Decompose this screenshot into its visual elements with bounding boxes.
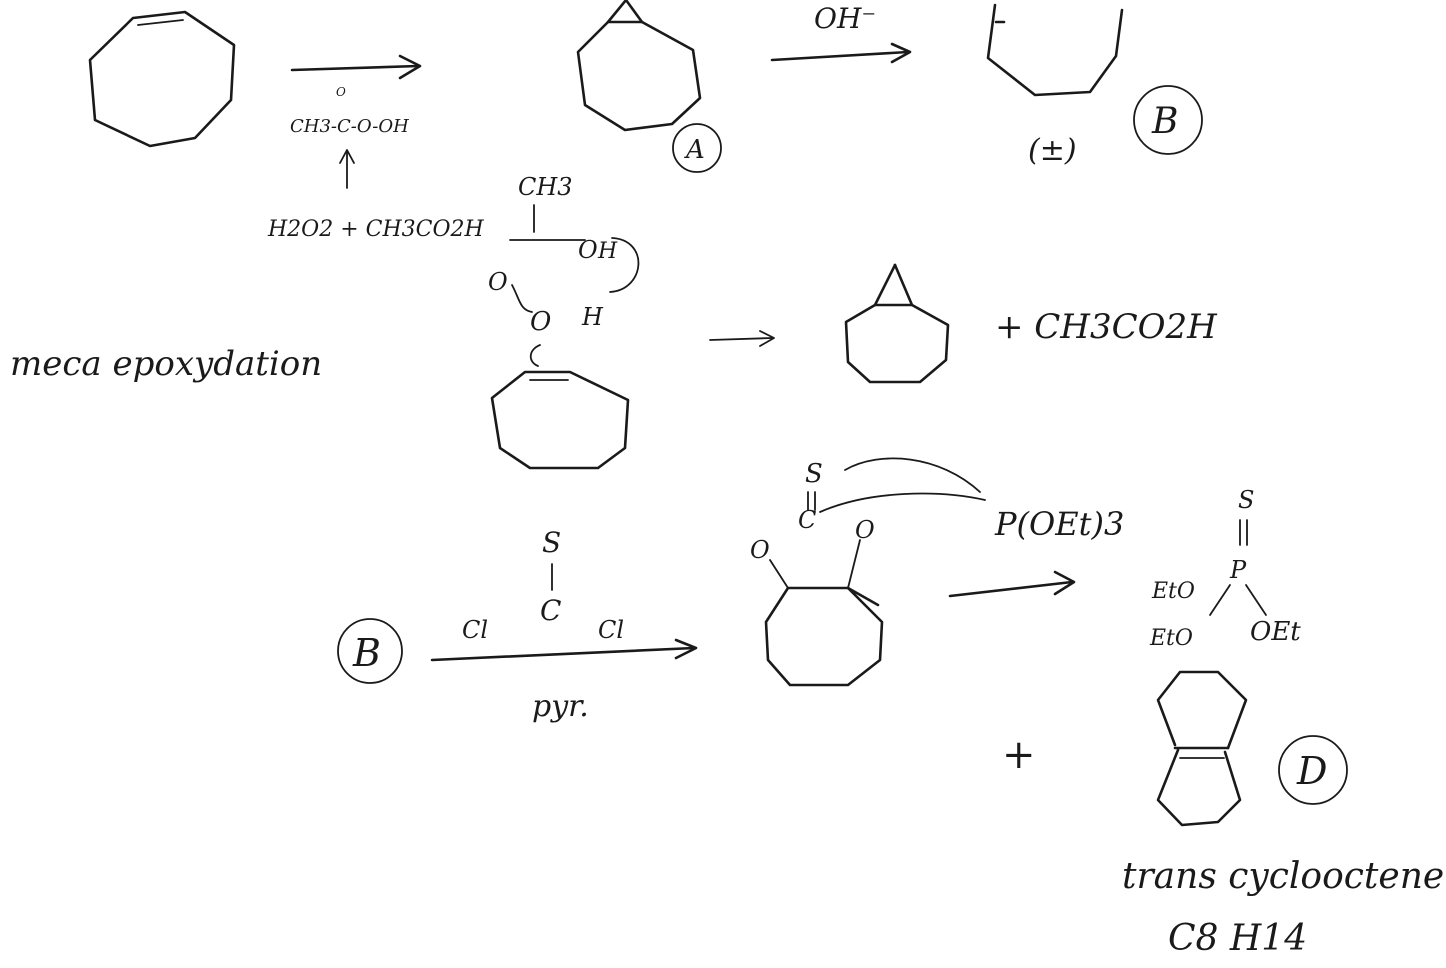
trans-cyclooctene-d: [1156, 670, 1248, 827]
thio-c: C: [540, 594, 561, 627]
peracid-source: H2O2 + CH3CO2H: [267, 217, 485, 242]
arrow-epoxidation: [290, 54, 422, 80]
label-b: B: [1151, 101, 1178, 142]
mechanism-ch3: CH3: [518, 173, 573, 201]
phos-oet: OEt: [1250, 617, 1301, 647]
mechanism-o2: O: [488, 268, 508, 296]
phos-s: S: [1238, 486, 1254, 514]
epoxide-a: [576, 0, 702, 132]
label-a-circle: A: [672, 123, 722, 173]
racemic-label: (±): [1028, 133, 1077, 168]
arrow-elimination: [948, 570, 1076, 598]
label-b-2: B: [352, 631, 381, 675]
diol-b: [986, 3, 1124, 97]
phos-eto-1: EtO: [1151, 579, 1195, 604]
acetic-acid-product: + CH3CO2H: [995, 307, 1218, 347]
thiocarbonate-intermediate: S C O O: [750, 459, 884, 687]
curved-arrow-s-attack: [844, 457, 981, 493]
phos-p: P: [1229, 556, 1247, 584]
thio-s: S: [542, 526, 561, 559]
thiocarbonate-o-left: O: [750, 536, 770, 564]
thio-right: Cl: [598, 616, 624, 644]
thiocarbonate-o-right: O: [855, 516, 875, 544]
label-d-circle: D: [1278, 735, 1348, 805]
curved-arrow-2: [511, 284, 533, 313]
mechanism-o1: O: [578, 236, 598, 264]
label-a: A: [684, 135, 705, 165]
arrow-ring-opening: [770, 42, 912, 64]
thiocarbonate-s: S: [805, 459, 823, 489]
arrow-mechanism: [709, 330, 775, 347]
up-arrow: [339, 149, 355, 189]
phosphite-reagent: P(OEt)3: [994, 505, 1124, 543]
hydroxide-reagent: OH⁻: [814, 2, 876, 35]
curved-arrow-p: [819, 492, 986, 513]
label-b-circle: B: [1133, 85, 1203, 155]
epoxide-product: [844, 263, 950, 384]
plus-sign: +: [1002, 732, 1036, 778]
peracid-formula: CH3-C-O-OH: [290, 116, 409, 137]
mechanism-h1: H: [597, 239, 618, 264]
peracid-carbonyl-o: O: [336, 85, 346, 99]
label-d: D: [1296, 749, 1327, 793]
product-name: trans cyclooctene: [1122, 856, 1444, 897]
label-b2-circle: B: [337, 618, 403, 684]
phos-eto-2: EtO: [1149, 626, 1193, 651]
arrow-thiocarbonate: [430, 638, 698, 662]
thio-left: Cl: [462, 616, 488, 644]
cyclooctene-mechanism: [490, 370, 630, 470]
mechanism-h2: H: [581, 303, 604, 331]
curved-arrow-3: [529, 344, 541, 367]
pyridine-label: pyr.: [532, 689, 589, 724]
thiocarbonate-c: C: [798, 506, 816, 534]
cyclooctene-start: [88, 10, 236, 148]
product-formula: C8 H14: [1168, 918, 1307, 959]
mechanism-title: meca epoxydation: [10, 344, 322, 384]
curved-arrow-1: [609, 237, 640, 293]
thiophosphate-byproduct: S P EtO EtO OEt: [1149, 486, 1301, 651]
mechanism-o3: O: [530, 307, 551, 337]
